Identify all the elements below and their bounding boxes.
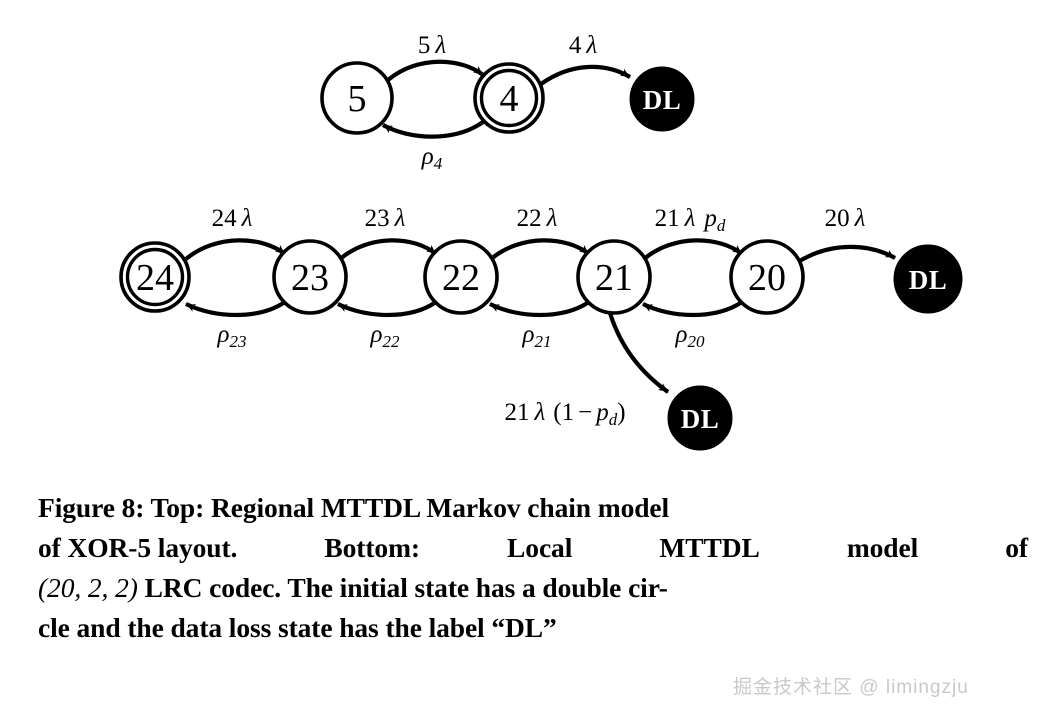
dataloss-node-top[interactable]: DL [629,66,695,132]
state-node-5-label: 5 [348,78,367,120]
edge-label-rho-22: ρ22 [370,321,401,351]
state-node-5[interactable]: 5 [320,61,394,135]
caption-line-2-part-d: MTTDL [659,532,760,563]
edge-label-rho-20: ρ20 [675,321,706,351]
watermark: 掘金技术社区 @ limingzju [733,677,969,698]
edge-23-to-24 [184,300,287,318]
state-node-20-label: 20 [748,257,786,299]
figure-caption: Figure 8: Top: Regional MTTDL Markov cha… [38,488,1028,648]
caption-line-2-part-a: of XOR-5 layout. [38,532,238,563]
state-node-21-label: 21 [595,257,633,299]
state-node-4-label: 4 [500,78,519,120]
state-node-4-inner-circle [479,68,539,128]
caption-line-4: cle and the data loss state has the labe… [38,612,557,643]
dataloss-node-top-circle [629,66,695,132]
dataloss-node-right[interactable]: DL [893,244,963,314]
edge-22-to-23 [336,300,438,318]
edge-4-to-dl [539,64,632,86]
caption-line-2-part-c: Local [507,532,573,563]
state-node-24[interactable]: 24 [119,241,191,313]
edge-23-to-22 [338,238,438,261]
state-node-24-label: 24 [136,257,174,299]
state-node-24-inner-circle [125,247,185,307]
dataloss-node-bottom-circle [667,385,733,451]
state-node-23[interactable]: 23 [272,239,348,315]
edge-label-rho-21: ρ21 [522,321,552,351]
state-node-5-circle [320,61,394,135]
state-node-20-circle [729,239,805,315]
edge-21-to-22 [488,300,591,318]
state-node-20[interactable]: 20 [729,239,805,315]
state-node-22[interactable]: 22 [423,239,499,315]
edge-5-to-4 [386,59,485,82]
edge-4-to-5 [381,120,485,139]
dataloss-node-right-circle [893,244,963,314]
dataloss-node-top-label: DL [643,85,682,115]
edge-24-to-23 [184,238,287,261]
state-node-21[interactable]: 21 [576,239,652,315]
state-node-22-label: 22 [442,257,480,299]
edge-21-to-20 [642,238,744,261]
edge-20-to-21 [641,300,744,318]
caption-line-1: Figure 8: Top: Regional MTTDL Markov cha… [38,492,670,523]
state-node-22-circle [423,239,499,315]
dataloss-node-bottom[interactable]: DL [667,385,733,451]
edge-label-rho-23: ρ23 [217,321,247,351]
caption-line-2-part-b: Bottom: [324,532,420,563]
state-node-23-label: 23 [291,257,329,299]
caption-line-3-rest: LRC codec. The initial state has a doubl… [144,572,668,603]
caption-lrc-params: (20, 2, 2) [38,572,138,603]
caption-line-2: of XOR-5 layout. Bottom: Local MTTDL mod… [38,528,1028,568]
edge-22-to-21 [489,238,591,261]
caption-line-3: (20, 2, 2) LRC codec. The initial state … [38,568,1028,608]
dataloss-node-bottom-label: DL [681,404,720,434]
caption-line-2-part-f: of [1005,532,1028,563]
state-node-23-circle [272,239,348,315]
caption-line-2-part-e: model [846,532,919,563]
state-node-21-circle [576,239,652,315]
dataloss-node-right-label: DL [909,265,948,295]
state-node-4[interactable]: 4 [473,62,545,134]
edge-20-to-dl [796,244,897,264]
edge-21-to-dl-lower [607,312,670,394]
edge-label-rho-4: ρ4 [421,143,443,173]
